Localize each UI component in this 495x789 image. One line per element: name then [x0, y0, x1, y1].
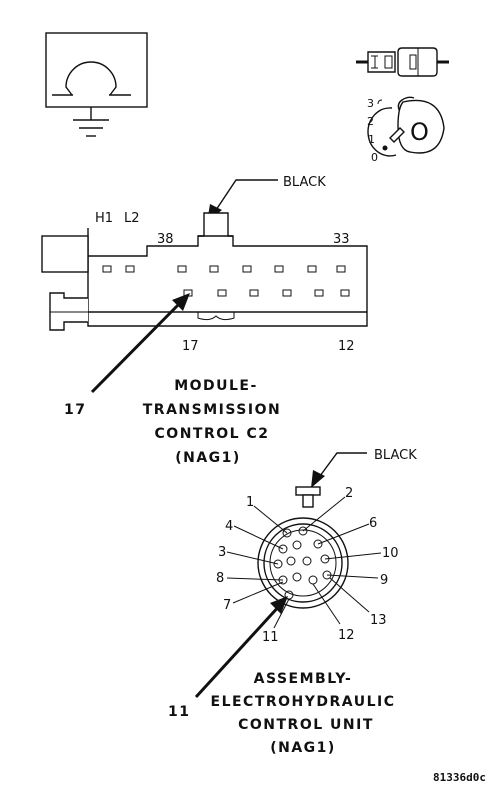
ehcu-pin: [286, 556, 296, 566]
c2-pin: [102, 265, 112, 273]
ehcu-title-line-3: CONTROL UNIT: [238, 717, 374, 733]
ehcu-pin-1: [282, 528, 292, 538]
c2-label-17: 17: [182, 339, 199, 354]
c2-pin: [177, 265, 187, 273]
c2-pin: [217, 289, 227, 297]
ehcu-leader-lines: [226, 496, 382, 629]
ehcu-title-line-4: (NAG1): [270, 740, 336, 756]
c2-title-line-4: (NAG1): [175, 450, 241, 466]
ehcu-pin-label-7: 7: [223, 598, 231, 613]
ehcu-pin-6: [313, 539, 323, 549]
ignition-key-icon: 3 2 1 0 O: [367, 96, 445, 164]
ehcu-pin: [302, 556, 312, 566]
c2-pin: [307, 265, 317, 273]
ignition-position-1: 1: [368, 133, 375, 146]
ehcu-pin-label-13: 13: [370, 613, 387, 628]
ehcu-pin-3: [273, 559, 283, 569]
c2-title-line-2: TRANSMISSION: [143, 402, 281, 418]
ehcu-pin-2: [298, 526, 308, 536]
c2-pin: [274, 265, 284, 273]
ignition-key-letter: O: [410, 118, 429, 146]
ehcu-pin: [292, 540, 302, 550]
ehcu-pin-label-11: 11: [262, 630, 279, 645]
ehcu-pin-label-9: 9: [380, 573, 388, 588]
c2-pin: [336, 265, 346, 273]
ehcu-pin-label-12: 12: [338, 628, 355, 643]
c2-callout-number: 17: [64, 402, 86, 418]
c2-label-l2: L2: [124, 211, 140, 226]
c2-pin: [249, 289, 259, 297]
c2-connector: BLACK H1 L2 38 33: [41, 175, 368, 466]
ehcu-pin-label-10: 10: [382, 546, 399, 561]
ehcu-title-line-2: ELECTROHYDRAULIC: [211, 694, 396, 710]
figure-code: 81336d0c: [433, 771, 486, 784]
c2-bottom-pin-row: [183, 289, 350, 297]
c2-wire-color-label: BLACK: [283, 175, 326, 190]
ehcu-pin-label-3: 3: [218, 545, 226, 560]
ehcu-pin-label-2: 2: [345, 486, 353, 501]
ehcu-wire-color-label: BLACK: [374, 448, 417, 463]
c2-pin: [209, 265, 219, 273]
ehcu-pin-4: [278, 544, 288, 554]
ehcu-pin-label-1: 1: [246, 495, 254, 510]
c2-pin: [242, 265, 252, 273]
c2-title-line-3: CONTROL C2: [155, 426, 270, 442]
c2-label-h1: H1: [95, 211, 113, 226]
ehcu-pin-label-8: 8: [216, 571, 224, 586]
ehcu-inner-ring: [263, 523, 343, 603]
c2-label-33: 33: [333, 232, 350, 247]
ehcu-pin-label-4: 4: [225, 519, 233, 534]
c2-pin: [282, 289, 292, 297]
ehcu-title-line-1: ASSEMBLY-: [254, 671, 353, 687]
ground-symbol-icon: [45, 32, 148, 137]
ehcu-pin: [292, 572, 302, 582]
c2-pin-12: [340, 289, 350, 297]
c2-label-12: 12: [338, 339, 355, 354]
ignition-position-0: 0: [371, 151, 378, 164]
ehcu-connector: BLACK: [168, 448, 417, 756]
ehcu-pin-label-6: 6: [369, 516, 377, 531]
connector-plug-icon: [356, 47, 449, 77]
ignition-position-3: 3: [367, 97, 374, 110]
c2-title-line-1: MODULE-: [174, 378, 258, 394]
ehcu-callout-number: 11: [168, 704, 190, 720]
c2-top-pin-row: [102, 265, 346, 273]
c2-pin: [314, 289, 324, 297]
c2-label-38: 38: [157, 232, 174, 247]
c2-pin: [125, 265, 135, 273]
